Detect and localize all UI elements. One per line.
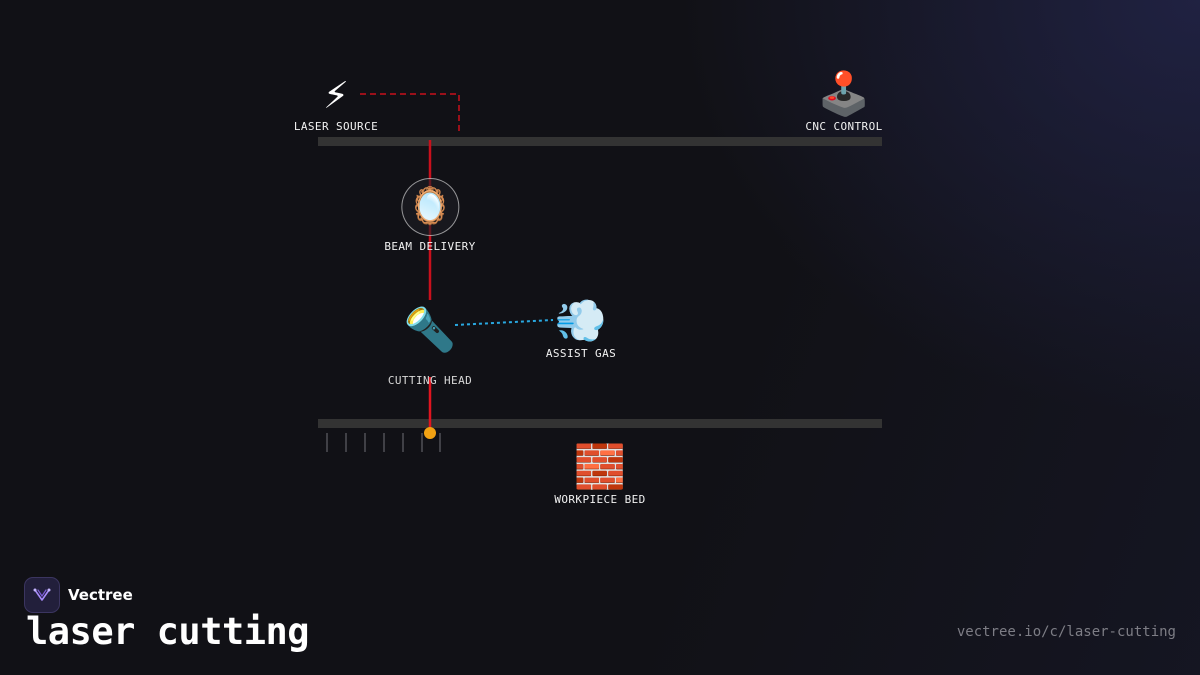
brand-name: Vectree <box>68 586 133 604</box>
cutting-head-node[interactable]: 🔦 CUTTING HEAD <box>387 305 473 388</box>
flashlight-icon: 🔦 <box>403 305 457 354</box>
joystick-icon: 🕹️ <box>817 69 871 118</box>
page-title: laser cutting <box>26 610 310 653</box>
high-voltage-icon: ⚡ <box>323 69 349 118</box>
cutting-head-label: CUTTING HEAD <box>387 374 473 387</box>
mirror-ring: 🪞 <box>400 178 459 236</box>
workpiece-bed-node[interactable]: 🧱 WORKPIECE BED <box>554 442 646 507</box>
bed-rail <box>318 419 882 428</box>
laser-source-label: LASER SOURCE <box>293 120 379 133</box>
assist-gas-node[interactable]: 💨 ASSIST GAS <box>545 296 617 361</box>
mirror-icon: 🪞 <box>407 186 453 227</box>
brand[interactable]: Vectree <box>24 577 133 613</box>
bed-slats <box>326 433 441 452</box>
dash-symbol-icon: 💨 <box>554 296 608 345</box>
control-link-line <box>360 93 460 132</box>
workpiece-bed-label: WORKPIECE BED <box>554 493 646 506</box>
cut-point-marker <box>424 427 436 439</box>
gas-link-line <box>454 319 554 326</box>
cnc-control-node[interactable]: 🕹️ CNC CONTROL <box>805 69 883 134</box>
assist-gas-label: ASSIST GAS <box>545 347 617 360</box>
vectree-logo-icon <box>24 577 60 613</box>
page-url[interactable]: vectree.io/c/laser-cutting <box>956 624 1176 640</box>
beam-delivery-label: BEAM DELIVERY <box>384 240 476 253</box>
beam-delivery-node[interactable]: 🪞 BEAM DELIVERY <box>384 178 475 253</box>
laser-source-node[interactable]: ⚡ LASER SOURCE <box>293 69 379 134</box>
cnc-control-label: CNC CONTROL <box>805 120 883 133</box>
gantry-rail <box>318 137 882 146</box>
brick-icon: 🧱 <box>573 442 627 491</box>
